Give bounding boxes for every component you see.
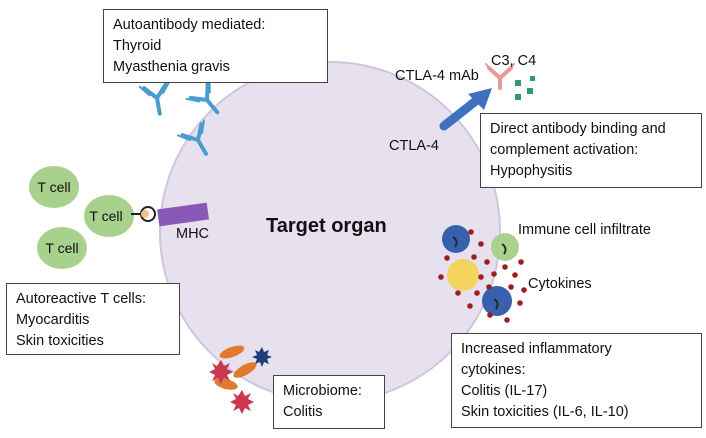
autoantibody-box: Autoantibody mediated: Thyroid Myastheni… xyxy=(103,9,328,83)
autoantibody-heading: Autoantibody mediated: xyxy=(113,17,266,33)
ctla4-arrow-icon xyxy=(439,88,492,131)
ctla4-label: CTLA-4 xyxy=(389,138,439,154)
autoantibody-item: Thyroid xyxy=(113,38,162,54)
direct-binding-heading: Direct antibody binding and xyxy=(490,121,666,137)
complement-label: C3, C4 xyxy=(491,53,537,69)
cytokine-dots-icon xyxy=(438,229,527,323)
direct-binding-box: Direct antibody binding and complement a… xyxy=(480,113,702,188)
cytokines-label: Cytokines xyxy=(528,276,592,292)
inflammatory-item: Colitis (IL-17) xyxy=(461,383,548,399)
ctla4-mab-label: CTLA-4 mAb xyxy=(395,68,479,84)
target-organ-title: Target organ xyxy=(266,215,387,237)
complement-icon xyxy=(515,76,535,100)
direct-binding-item: Hypophysitis xyxy=(490,163,573,179)
autoreactive-heading: Autoreactive T cells: xyxy=(16,291,147,307)
immune-cell-icon xyxy=(442,225,519,316)
microbiome-heading: Microbiome: xyxy=(283,383,362,399)
microbiome-icon xyxy=(209,345,272,414)
t-cell-label: T cell xyxy=(89,208,123,224)
inflammatory-heading: cytokines: xyxy=(461,362,526,378)
autoantibody-icon xyxy=(138,78,220,156)
t-cell-icon xyxy=(29,166,134,269)
autoreactive-item: Myocarditis xyxy=(16,312,90,328)
t-cell-label: T cell xyxy=(37,179,71,195)
autoantibody-item: Myasthenia gravis xyxy=(113,59,230,75)
inflammatory-heading: Increased inflammatory xyxy=(461,341,612,357)
immune-infiltrate-label: Immune cell infiltrate xyxy=(518,222,651,238)
ctla4-mab-icon xyxy=(485,63,515,90)
t-cell-label: T cell xyxy=(45,240,79,256)
direct-binding-heading: complement activation: xyxy=(490,142,639,158)
microbiome-box: Microbiome: Colitis xyxy=(273,375,385,429)
mhc-label: MHC xyxy=(176,226,210,242)
mhc-icon xyxy=(131,202,210,227)
microbiome-item: Colitis xyxy=(283,404,323,420)
inflammatory-box: Increased inflammatory cytokines: Coliti… xyxy=(451,333,702,428)
autoreactive-box: Autoreactive T cells: Myocarditis Skin t… xyxy=(6,283,180,355)
inflammatory-item: Skin toxicities (IL-6, IL-10) xyxy=(461,404,629,420)
autoreactive-item: Skin toxicities xyxy=(16,333,104,349)
